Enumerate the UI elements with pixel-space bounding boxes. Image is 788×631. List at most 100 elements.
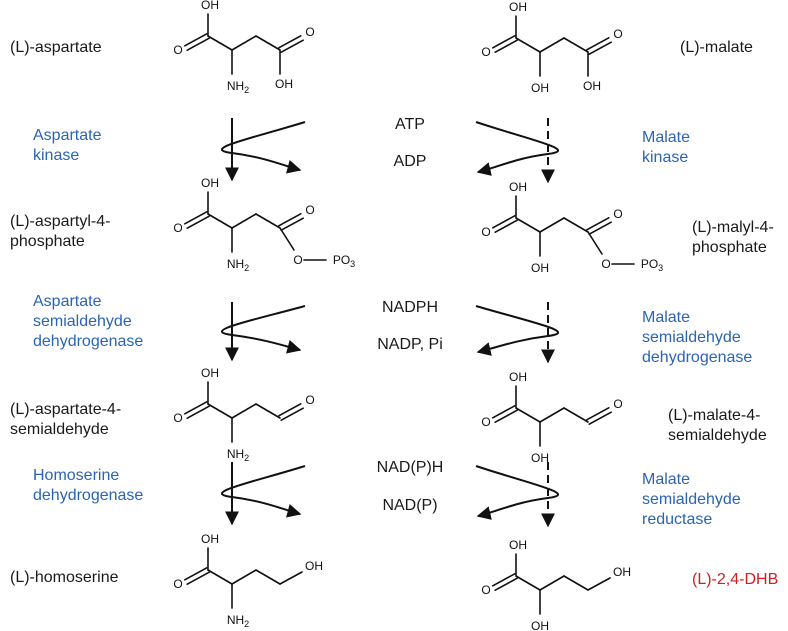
oxygen-label: O: [173, 221, 182, 235]
hydroxyl-label: OH: [531, 619, 549, 631]
bond: [255, 35, 281, 51]
hydroxyl-label: OH: [583, 79, 601, 93]
hydroxyl-label: OH: [201, 176, 219, 190]
oxygen-label: O: [173, 577, 182, 591]
bond: [539, 37, 565, 53]
double-bond: [492, 35, 516, 49]
oxygen-label: O: [481, 225, 490, 239]
enzyme-aspartate-kinase: Aspartate kinase: [33, 127, 102, 164]
homoserine-dehydrogenase-cofactor-curve: [221, 465, 306, 518]
bond: [587, 577, 611, 591]
bond: [231, 213, 257, 229]
hydroxyl-label: OH: [305, 559, 323, 573]
hydroxyl-label: OH: [275, 77, 293, 91]
enzyme-malate-semialdehyde-dehydrogenase: Malate semialdehyde dehydrogenase: [642, 309, 753, 366]
bond: [255, 213, 281, 229]
compound-malyl-phosphate: (L)-malyl-4- phosphate: [692, 219, 774, 256]
bond: [255, 403, 281, 419]
double-bond: [278, 213, 302, 227]
cofactor-adp: ADP: [393, 153, 427, 170]
bond: [255, 569, 281, 585]
double-bond: [494, 577, 518, 591]
double-bond: [280, 217, 304, 231]
oxygen-label: O: [613, 27, 622, 41]
bond: [515, 575, 541, 591]
oxygen-label: O: [613, 207, 622, 221]
double-bond: [588, 41, 612, 55]
hydroxyl-label: OH: [201, 532, 219, 546]
hydroxyl-label: OH: [531, 81, 549, 95]
cofactor-atp: ATP: [395, 116, 425, 133]
oxygen-label: O: [173, 411, 182, 425]
compound-aspartyl-phosphate: (L)-aspartyl-4- phosphate: [10, 213, 111, 250]
bond: [207, 213, 233, 229]
bond: [231, 569, 257, 585]
malate-kinase-cofactor-curve: [475, 121, 559, 176]
double-bond: [586, 217, 610, 231]
hydroxyl-label: OH: [509, 538, 527, 552]
bond: [207, 35, 233, 51]
bond: [563, 407, 589, 423]
compound-aspartate-semialdehyde: (L)-aspartate-4- semialdehyde: [10, 401, 122, 438]
oxygen-label: O: [305, 25, 314, 39]
oxygen-label: O: [305, 393, 314, 407]
aspartate-kinase-cofactor-curve: [221, 121, 306, 174]
bond: [279, 571, 303, 585]
amine-label: NH2: [227, 257, 249, 273]
double-bond: [184, 211, 208, 225]
hydroxyl-label: OH: [509, 0, 527, 14]
hydroxyl-label: OH: [531, 261, 549, 275]
bond: [563, 217, 589, 233]
oxygen-label: O: [481, 45, 490, 59]
double-bond: [278, 403, 302, 417]
amine-label: NH2: [227, 447, 249, 463]
hydroxyl-label: OH: [509, 180, 527, 194]
double-bond: [492, 405, 516, 419]
phosphoryl-label: PO3: [333, 253, 355, 269]
compound-aspartate: (L)-aspartate: [10, 39, 102, 56]
phosphoryl-label: PO3: [641, 257, 663, 273]
enzyme-aspartate-semialdehyde-dehydrogenase: Aspartate semialdehyde dehydrogenase: [33, 293, 144, 350]
double-bond: [588, 221, 612, 235]
double-bond: [586, 37, 610, 51]
bond: [207, 569, 233, 585]
hydroxyl-label: OH: [201, 366, 219, 380]
double-bond: [492, 215, 516, 229]
bond: [587, 231, 603, 255]
enzyme-homoserine-dehydrogenase: Homoserine dehydrogenase: [33, 467, 144, 504]
bond: [207, 403, 233, 419]
compound-malate: (L)-malate: [680, 39, 753, 56]
amine-label: NH2: [227, 613, 249, 629]
bond: [539, 575, 565, 591]
bond: [563, 575, 589, 591]
bond: [231, 403, 257, 419]
bond: [539, 217, 565, 233]
hydroxyl-label: OH: [613, 565, 631, 579]
bond: [279, 227, 295, 251]
double-bond: [494, 409, 518, 423]
oxygen-label: O: [613, 397, 622, 411]
compound-malate-semialdehyde: (L)-malate-4- semialdehyde: [668, 407, 767, 444]
hydroxyl-label: OH: [201, 0, 219, 12]
oxygen-label: O: [305, 203, 314, 217]
double-bond: [186, 215, 210, 229]
double-bond: [184, 567, 208, 581]
compound-dhb: (L)-2,4-DHB: [692, 571, 779, 588]
bond: [563, 37, 589, 53]
double-bond: [588, 411, 612, 425]
double-bond: [492, 573, 516, 587]
double-bond: [280, 407, 304, 421]
double-bond: [494, 39, 518, 53]
double-bond: [186, 405, 210, 419]
malate-semialdehyde-reductase-cofactor-curve: [475, 465, 559, 520]
cofactor-nadph-3: NAD(P)H: [376, 459, 444, 476]
hydroxyl-label: OH: [531, 451, 549, 465]
cofactor-nadp-3: NAD(P): [382, 497, 438, 514]
cofactor-nadp-pi: NADP, Pi: [377, 336, 443, 353]
oxygen-label: O: [601, 257, 610, 271]
oxygen-label: O: [481, 583, 490, 597]
double-bond: [186, 571, 210, 585]
double-bond: [586, 407, 610, 421]
malate-semialdehyde-dehydrogenase-cofactor-curve: [475, 305, 559, 356]
